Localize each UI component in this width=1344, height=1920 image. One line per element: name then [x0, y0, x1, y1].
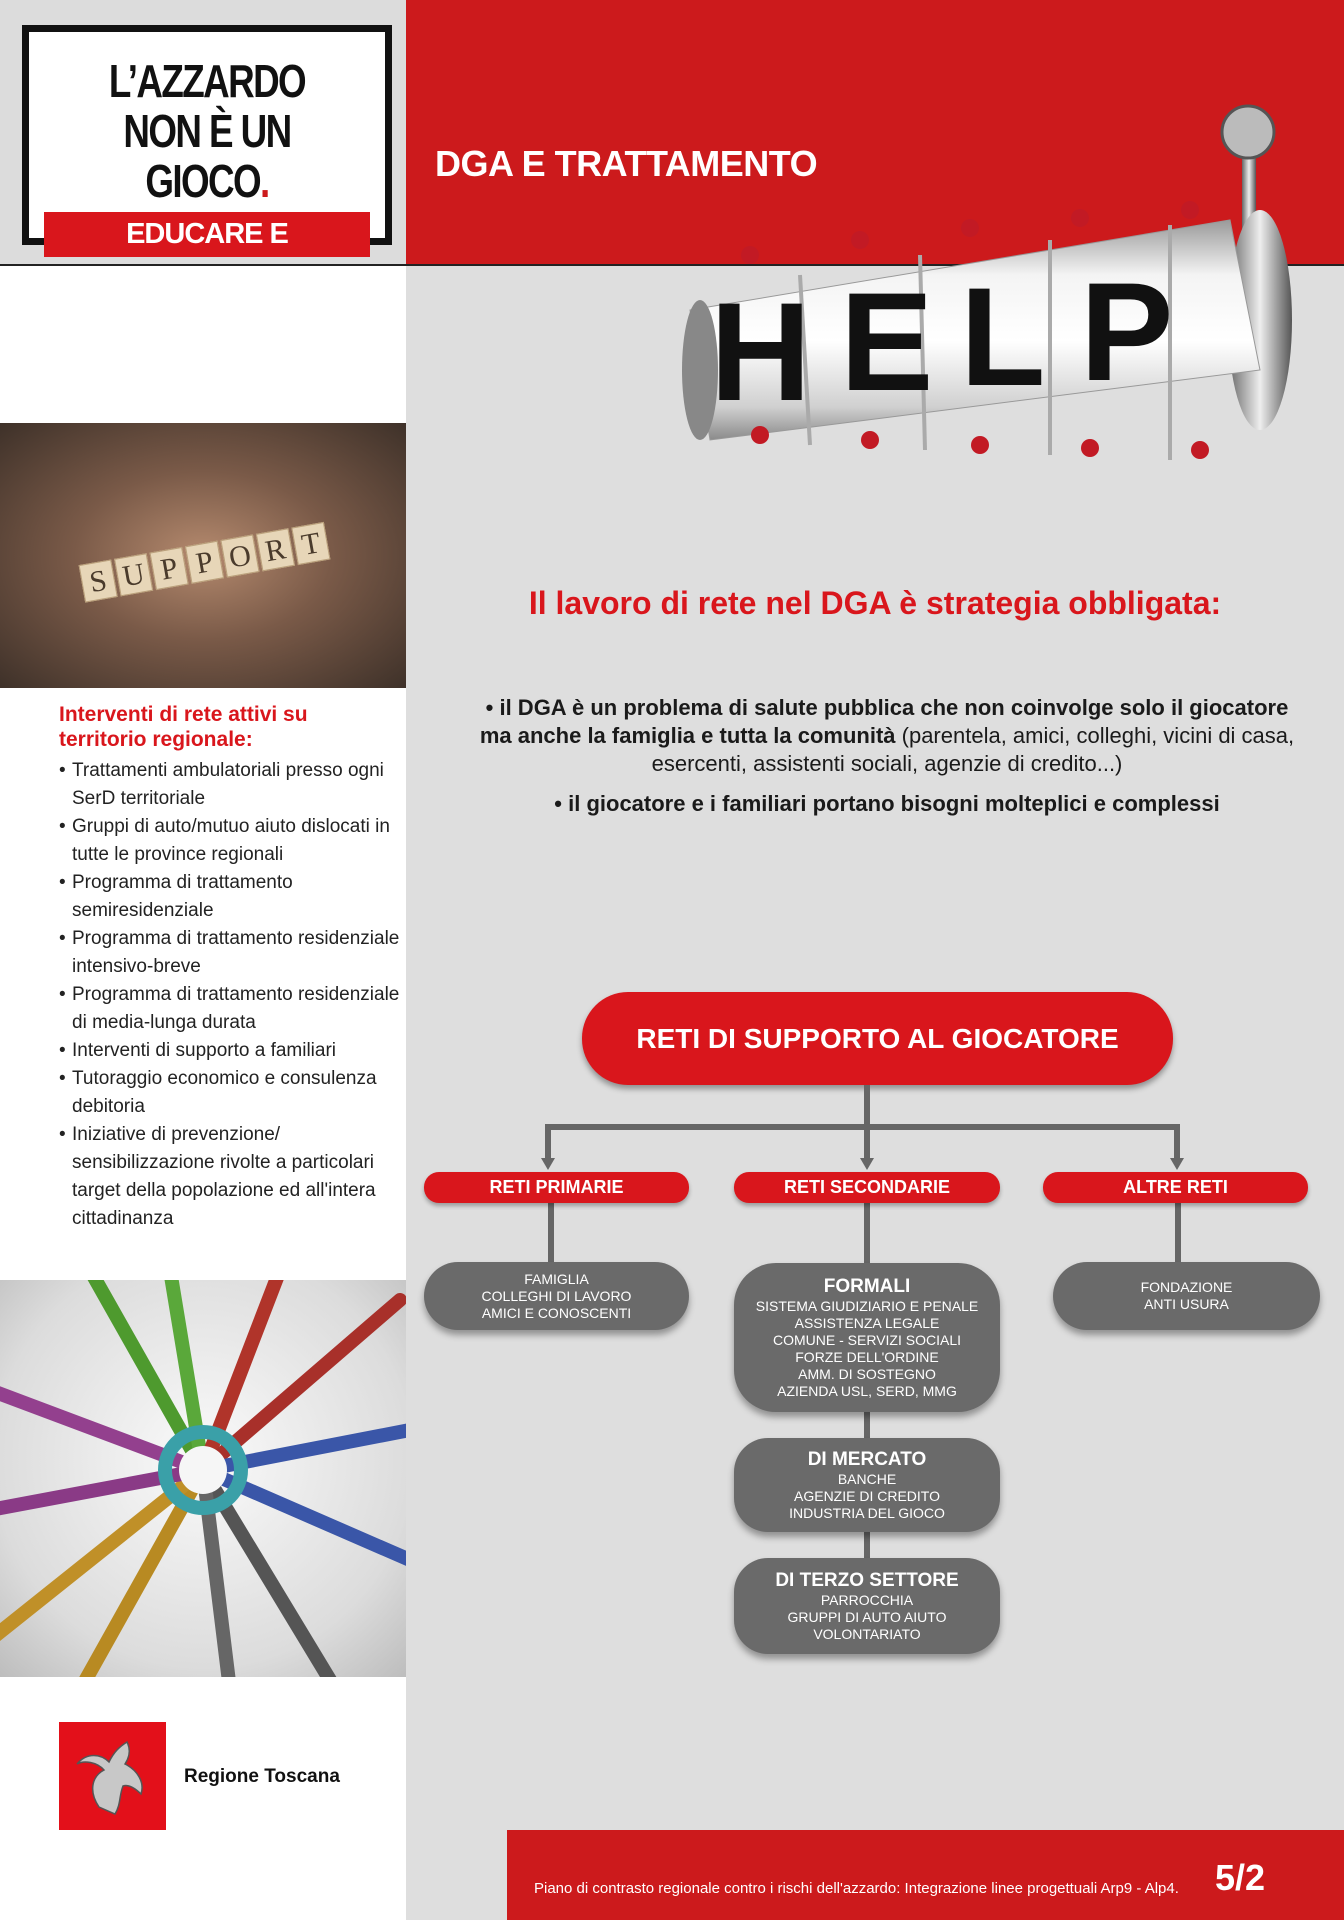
list-item: Programma di trattamento residenziale in…: [59, 925, 404, 981]
connector: [864, 1124, 870, 1160]
box-item: GRUPPI DI AUTO AIUTO: [787, 1608, 947, 1625]
footer-text: Piano di contrasto regionale contro i ri…: [534, 1880, 1179, 1897]
market-networks-box: DI MERCATO BANCHE AGENZIE DI CREDITO IND…: [734, 1438, 1000, 1532]
category-reti-primarie: RETI PRIMARIE: [424, 1172, 689, 1203]
list-item: Trattamenti ambulatoriali presso ogni Se…: [59, 757, 404, 813]
box-item: BANCHE: [837, 1470, 897, 1487]
third-sector-networks-box: DI TERZO SETTORE PARROCCHIA GRUPPI DI AU…: [734, 1558, 1000, 1654]
list-item: Tutoraggio economico e consulenza debito…: [59, 1065, 404, 1121]
list-item: Interventi di supporto a familiari: [59, 1037, 404, 1065]
footer-bar: [507, 1830, 1344, 1920]
header-banner: [406, 0, 1344, 264]
connector: [1175, 1203, 1181, 1263]
connector: [1174, 1124, 1180, 1160]
logo-line-1: L’AZZARDO: [108, 55, 307, 107]
list-item: Programma di trattamento residenziale di…: [59, 981, 404, 1037]
logo-dot: .: [260, 155, 270, 207]
box-title: FORMALI: [823, 1275, 911, 1297]
box-item: VOLONTARIATO: [813, 1625, 921, 1642]
key-points: • il DGA è un problema di salute pubblic…: [430, 694, 1344, 818]
letter-block: U: [114, 553, 154, 597]
box-title: DI MERCATO: [807, 1448, 927, 1470]
formal-networks-box: FORMALI SISTEMA GIUDIZIARIO E PENALE ASS…: [734, 1263, 1000, 1412]
connector: [864, 1203, 870, 1643]
box-item: AGENZIE DI CREDITO: [794, 1487, 940, 1504]
box-item: INDUSTRIA DEL GIOCO: [789, 1504, 945, 1521]
box-item: AMM. DI SOSTEGNO: [798, 1365, 936, 1382]
letter-block: P: [184, 540, 225, 584]
box-item: ASSISTENZA LEGALE: [794, 1314, 940, 1331]
box-title: DI TERZO SETTORE: [775, 1569, 959, 1591]
box-item: ANTI USURA: [1144, 1296, 1229, 1312]
slot-letter: L: [960, 258, 1046, 415]
list-item: Iniziative di prevenzione/ sensibilizzaz…: [59, 1121, 404, 1233]
connector: [545, 1124, 1180, 1130]
letter-block: R: [255, 528, 295, 572]
interventions-list: Trattamenti ambulatoriali presso ogni Se…: [59, 757, 404, 1233]
bullet-needs: • il giocatore e i familiari portano bis…: [430, 790, 1344, 818]
bullet-public-health: • il DGA è un problema di salute pubblic…: [477, 694, 1297, 778]
box-item: FAMIGLIA: [524, 1270, 589, 1287]
box-item: FORZE DELL'ORDINE: [795, 1348, 939, 1365]
category-altre-reti: ALTRE RETI: [1043, 1172, 1308, 1203]
letter-block: T: [291, 521, 331, 566]
box-item: COMUNE - SERVIZI SOCIALI: [773, 1331, 961, 1348]
slot-letter: H: [710, 273, 811, 430]
connector: [864, 1085, 870, 1129]
interventions-title: Interventi di rete attivi su territorio …: [59, 703, 308, 751]
connector: [545, 1124, 551, 1160]
logo-subtitle: EDUCARE E PREVENIRE: [44, 212, 370, 295]
support-blocks: S U P P O R T: [78, 521, 334, 603]
region-name: Regione Toscana: [184, 1766, 340, 1787]
box-item: FONDAZIONE: [1140, 1279, 1233, 1295]
category-reti-secondarie: RETI SECONDARIE: [734, 1172, 1000, 1203]
support-networks-root: RETI DI SUPPORTO AL GIOCATORE: [582, 992, 1173, 1085]
bullet-1-rest: (parentela, amici, colleghi, vicini di c…: [651, 723, 1295, 776]
connector: [548, 1203, 554, 1263]
page-number: 5/2: [1215, 1857, 1266, 1898]
regione-toscana-logo: [59, 1722, 166, 1830]
slot-machine-help-image: H E L P: [682, 104, 1292, 460]
list-item: Programma di trattamento semiresidenzial…: [59, 869, 404, 925]
box-item: COLLEGHI DI LAVORO: [481, 1287, 632, 1304]
box-item: PARROCCHIA: [820, 1591, 914, 1608]
letter-block: O: [220, 534, 260, 578]
letter-block: S: [78, 559, 118, 603]
bullet-2-text: • il giocatore e i familiari portano bis…: [554, 791, 1220, 816]
logo-line-2-text: NON È UN GIOCO: [123, 105, 292, 207]
slot-letter: P: [1080, 253, 1173, 410]
arrow-down-icon: [541, 1158, 555, 1170]
other-networks-box: FONDAZIONE ANTI USURA: [1053, 1262, 1320, 1330]
bullet-1-bold: • il DGA è un problema di salute pubblic…: [479, 695, 1289, 748]
header-divider: [0, 264, 1344, 266]
list-item: Gruppi di auto/mutuo aiuto dislocati in …: [59, 813, 404, 869]
knotted-ropes-image: [0, 1280, 406, 1677]
box-item: AMICI E CONOSCENTI: [481, 1304, 632, 1321]
box-item: SISTEMA GIUDIZIARIO E PENALE: [755, 1297, 979, 1314]
box-item: AZIENDA USL, SERD, MMG: [777, 1382, 957, 1399]
support-hands-photo: S U P P O R T: [0, 423, 406, 688]
primary-networks-box: FAMIGLIA COLLEGHI DI LAVORO AMICI E CONO…: [424, 1262, 689, 1330]
section-heading: Il lavoro di rete nel DGA è strategia ob…: [528, 585, 1222, 621]
arrow-down-icon: [1170, 1158, 1184, 1170]
arrow-down-icon: [860, 1158, 874, 1170]
letter-block: P: [149, 546, 189, 591]
campaign-logo: L’AZZARDO NON È UN GIOCO. EDUCARE E PREV…: [22, 25, 392, 295]
page-title: DGA E TRATTAMENTO: [435, 143, 818, 184]
slot-letter: E: [840, 263, 933, 420]
logo-line-2: NON È UN GIOCO.: [65, 106, 350, 206]
